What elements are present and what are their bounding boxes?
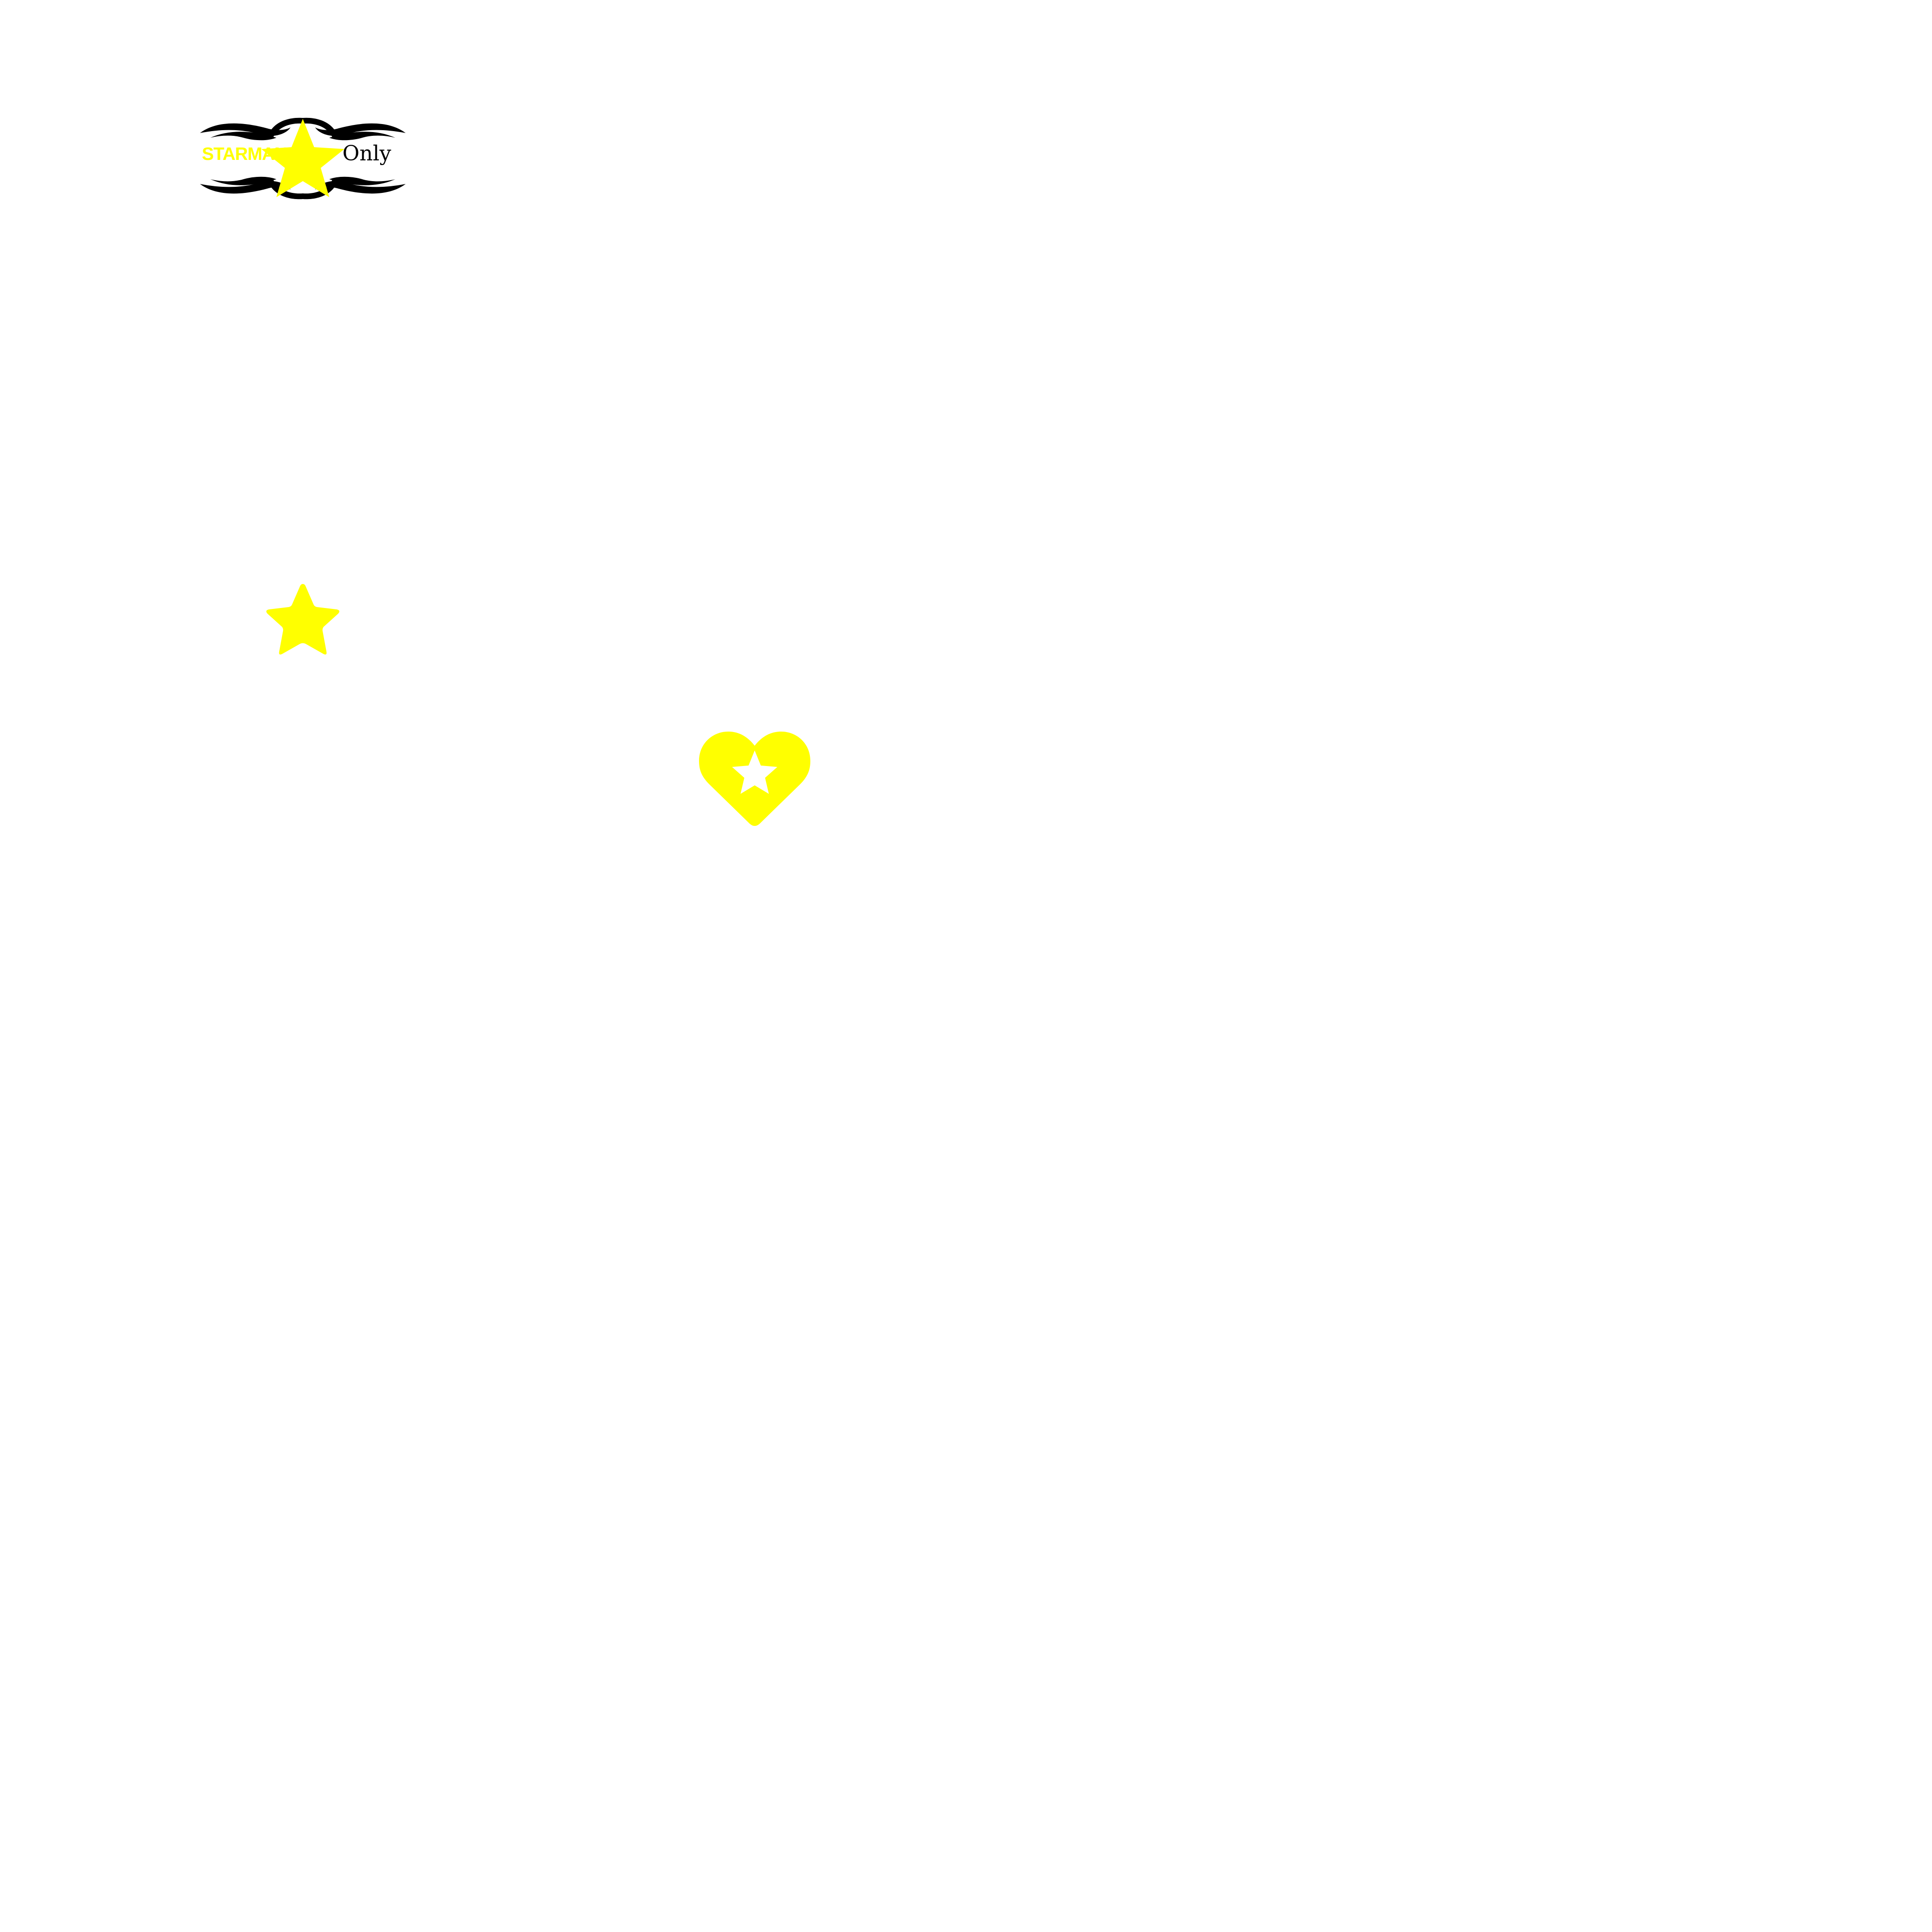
star-icon xyxy=(263,582,343,659)
heart-star-icon xyxy=(699,732,810,828)
star-icon xyxy=(261,119,344,197)
starman-only-logo: STARMAN Only xyxy=(196,116,409,201)
logo-text-right: Only xyxy=(342,142,391,166)
logo-text-left: STARMAN xyxy=(202,144,287,164)
wave-ornament xyxy=(200,117,406,200)
